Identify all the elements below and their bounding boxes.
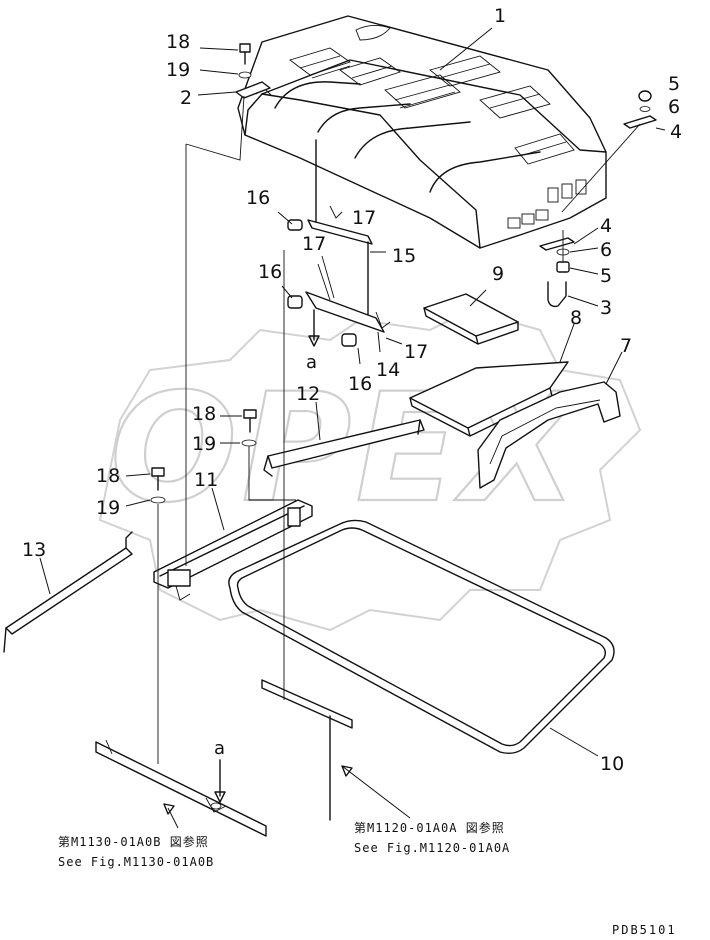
prop-rod-assembly [277,139,403,365]
callout-10: 10 [600,753,624,775]
callout-19-c: 19 [96,497,120,519]
callout-5-lower: 5 [600,265,612,287]
side-cover-7 [477,351,623,489]
callout-4-lower: 4 [600,215,612,237]
callout-1: 1 [494,5,506,27]
lower-right-bracket [261,250,411,821]
callout-18-a: 18 [166,31,190,53]
callout-8: 8 [570,307,582,329]
callout-18-b: 18 [192,403,216,425]
plate-13 [3,531,133,653]
stay-12 [220,401,425,501]
callout-16-b: 16 [258,261,282,283]
frame-bolt-group [125,467,166,764]
ref-left-en: See Fig.M1130-01A0B [58,855,214,869]
callout-16-c: 16 [348,373,372,395]
callout-labels: 1 2 3 4 4 5 5 6 6 7 8 9 10 11 12 13 14 1… [22,5,682,775]
callout-12: 12 [296,383,320,405]
ref-right-en: See Fig.M1120-01A0A [354,841,510,855]
ref-right-jp: 第M1120-01A0A 図参照 [354,820,505,835]
lower-left-frame [95,739,267,837]
callout-4-upper: 4 [670,121,682,143]
callout-14: 14 [376,359,400,381]
callout-19-a: 19 [166,59,190,81]
callout-17-a: 17 [352,207,376,229]
figure-references: 第M1130-01A0B 図参照 See Fig.M1130-01A0B 第M1… [58,820,510,869]
callout-3: 3 [600,297,612,319]
callout-6-upper: 6 [668,96,680,118]
callout-9: 9 [492,263,504,285]
callout-13: 13 [22,539,46,561]
engine-hood [237,15,607,249]
right-bracket-upper [561,90,666,213]
hood-seal-10 [228,519,615,757]
frame-11 [153,95,313,601]
callout-11: 11 [194,469,218,491]
callout-18-c: 18 [96,465,120,487]
ref-left-jp: 第M1130-01A0B 図参照 [58,834,209,849]
callout-17-c: 17 [404,341,428,363]
hood-vent-grille [289,47,587,229]
page-code: PDB5101 [612,923,677,937]
callout-15: 15 [392,245,416,267]
callout-2: 2 [180,87,192,109]
callout-17-b: 17 [302,233,326,255]
callout-5-upper: 5 [668,73,680,95]
callout-6-lower: 6 [600,239,612,261]
callout-7: 7 [620,335,632,357]
callout-19-b: 19 [192,433,216,455]
view-marker-a-upper: a [306,352,317,373]
hood-bolt-group [197,43,271,99]
insulation-pad-9 [423,289,519,345]
right-bracket-lower [539,227,599,308]
view-markers: a a [214,352,317,759]
view-marker-a-lower: a [214,738,225,759]
callout-16-a: 16 [246,187,270,209]
